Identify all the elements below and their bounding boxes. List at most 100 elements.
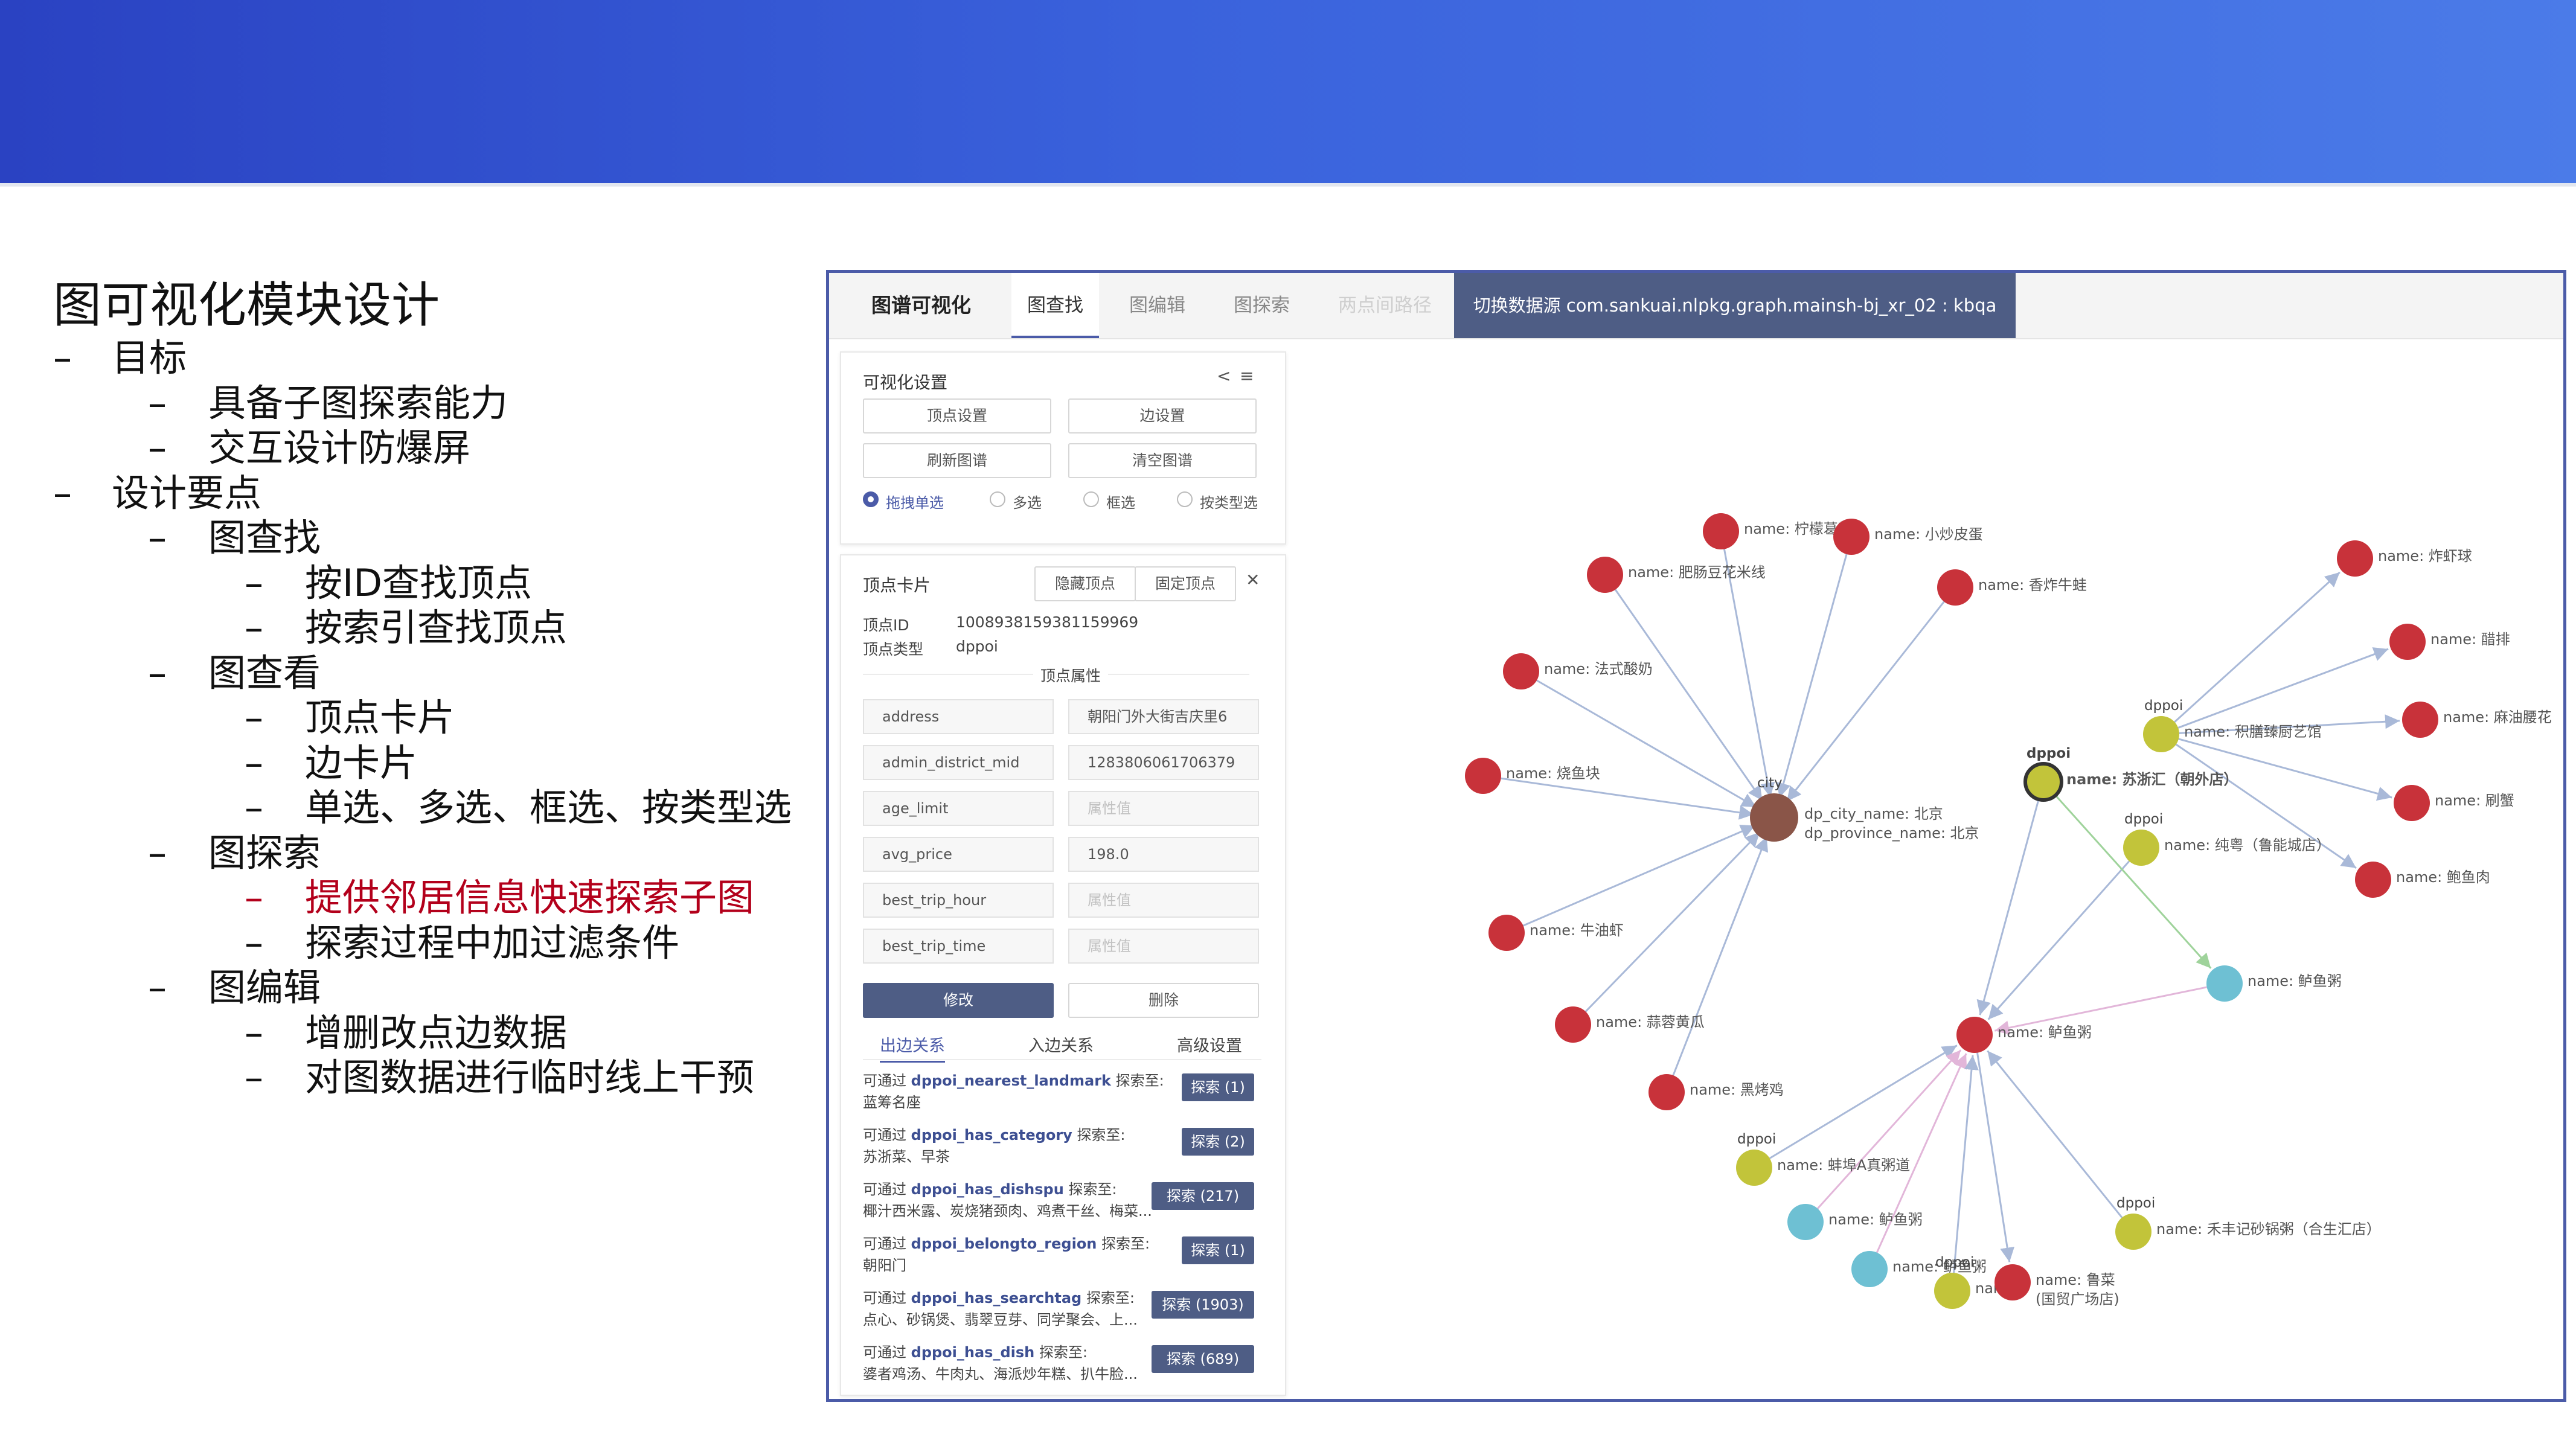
graph-node[interactable]: [1787, 1204, 1824, 1240]
mode-type-radio[interactable]: [1177, 491, 1193, 507]
delete-button[interactable]: 删除: [1068, 983, 1259, 1018]
graph-node[interactable]: [2355, 862, 2391, 898]
edge-settings-button[interactable]: 边设置: [1068, 398, 1257, 433]
attr-key-field[interactable]: address: [863, 699, 1054, 734]
clear-graph-button[interactable]: 清空图谱: [1068, 443, 1257, 478]
relation-targets: 椰汁西米露、炭烧猪颈肉、鸡煮干丝、梅菜...: [863, 1203, 1152, 1220]
explore-button[interactable]: 探索 (689): [1152, 1345, 1254, 1373]
graph-node-label: name: 法式酸奶: [1544, 661, 1653, 677]
tab-explore[interactable]: 图探索: [1234, 295, 1290, 316]
graph-node[interactable]: [2123, 830, 2159, 866]
graph-edge[interactable]: [1987, 860, 2130, 1020]
close-icon[interactable]: ✕: [1246, 570, 1260, 590]
graph-edge[interactable]: [1501, 777, 1754, 820]
attr-key-field[interactable]: age_limit: [863, 791, 1054, 826]
graph-node[interactable]: [2115, 1214, 2151, 1250]
graph-node[interactable]: [2402, 702, 2438, 738]
attr-value-field[interactable]: 1283806061706379: [1068, 745, 1259, 780]
outline-dash: –: [245, 696, 263, 740]
graph-node[interactable]: [2389, 624, 2426, 660]
graph-edge[interactable]: [1994, 986, 2207, 1035]
attr-value-field[interactable]: 198.0: [1068, 837, 1259, 872]
graph-node[interactable]: [1703, 513, 1739, 549]
graph-edge[interactable]: [1816, 1049, 1962, 1209]
graph-node[interactable]: [2337, 540, 2373, 577]
graph-node[interactable]: [1503, 653, 1539, 689]
graph-node[interactable]: [1934, 1273, 1970, 1309]
attr-value-field[interactable]: 属性值: [1068, 791, 1259, 826]
attr-value-field[interactable]: 朝阳门外大街吉庆里6: [1068, 699, 1259, 734]
tab-path[interactable]: 两点间路径: [1338, 295, 1432, 316]
graph-node[interactable]: [1736, 1150, 1772, 1186]
mode-multi-radio[interactable]: [990, 491, 1005, 507]
attr-key-field[interactable]: admin_district_mid: [863, 745, 1054, 780]
tab-edit[interactable]: 图编辑: [1129, 295, 1185, 316]
graph-edge[interactable]: [2174, 571, 2341, 723]
graph-node[interactable]: [1851, 1251, 1888, 1287]
graph-edge[interactable]: [1584, 831, 1761, 1012]
graph-node[interactable]: [2206, 965, 2243, 1002]
menu-icon[interactable]: ≡: [1240, 366, 1254, 386]
share-icon[interactable]: <: [1217, 366, 1231, 386]
outline-dash: –: [245, 785, 263, 830]
graph-node-label: name: 刷蟹: [2435, 792, 2514, 809]
graph-edge[interactable]: [2054, 795, 2212, 969]
graph-edge[interactable]: [1776, 554, 1848, 798]
graph-edge[interactable]: [2175, 743, 2357, 869]
graph-node[interactable]: [1833, 519, 1870, 555]
graph-edge[interactable]: [1522, 824, 1756, 927]
graph-node[interactable]: [1488, 915, 1525, 951]
graph-node[interactable]: [1750, 793, 1798, 842]
attr-key-field[interactable]: best_trip_time: [863, 929, 1054, 964]
graph-node[interactable]: [1587, 557, 1623, 593]
explore-button[interactable]: 探索 (2): [1182, 1128, 1254, 1156]
hide-vertex-button[interactable]: 隐藏顶点: [1034, 566, 1136, 601]
graph-edge[interactable]: [1614, 589, 1763, 801]
graph-edge[interactable]: [1976, 799, 2040, 1016]
modify-button[interactable]: 修改: [863, 983, 1054, 1018]
datasource-switch[interactable]: 切换数据源 com.sankuai.nlpkg.graph.mainsh-bj_…: [1454, 273, 2016, 338]
outline-item-text: 图探索: [208, 830, 321, 875]
graph-edge[interactable]: [2178, 738, 2392, 801]
graph-edge[interactable]: [1672, 836, 1769, 1076]
tab-advanced[interactable]: 高级设置: [1177, 1037, 1242, 1055]
graph-node[interactable]: [1648, 1074, 1685, 1110]
attr-key-field[interactable]: best_trip_hour: [863, 883, 1054, 918]
attr-value-field[interactable]: 属性值: [1068, 929, 1259, 964]
attr-value-field[interactable]: 属性值: [1068, 883, 1259, 918]
attr-key-field[interactable]: avg_price: [863, 837, 1054, 872]
graph-node[interactable]: [1956, 1017, 1993, 1053]
graph-node[interactable]: [2143, 716, 2179, 752]
relation-prefix: 可通过: [863, 1181, 906, 1198]
graph-node[interactable]: [1994, 1264, 2031, 1300]
vertex-settings-button[interactable]: 顶点设置: [863, 398, 1051, 433]
graph-edge[interactable]: [2177, 647, 2389, 729]
graph-edge[interactable]: [1876, 1053, 1967, 1253]
graph-edge[interactable]: [1987, 1050, 2123, 1218]
graph-edge[interactable]: [1976, 1052, 2015, 1262]
pin-vertex-button[interactable]: 固定顶点: [1135, 566, 1236, 601]
graph-node[interactable]: [1937, 569, 1973, 606]
tab-search[interactable]: 图查找: [1011, 273, 1099, 338]
graph-node[interactable]: [1465, 758, 1501, 794]
graph-edge[interactable]: [1769, 1044, 1958, 1159]
graph-node[interactable]: [2394, 785, 2430, 821]
graph-edge[interactable]: [2179, 714, 2400, 734]
graph-edge[interactable]: [1536, 679, 1757, 808]
graph-edge[interactable]: [1723, 549, 1775, 798]
mode-box-radio[interactable]: [1083, 491, 1099, 507]
graph-edge[interactable]: [1953, 1055, 1979, 1273]
explore-button[interactable]: 探索 (1): [1182, 1236, 1254, 1264]
graph-node[interactable]: [1555, 1006, 1591, 1043]
explore-button[interactable]: 探索 (1903): [1152, 1291, 1254, 1319]
graph-node[interactable]: [2023, 762, 2063, 802]
refresh-graph-button[interactable]: 刷新图谱: [863, 443, 1051, 478]
graph-edge[interactable]: [1786, 601, 1945, 802]
mode-drag-single-radio[interactable]: [863, 491, 879, 507]
explore-button[interactable]: 探索 (1): [1182, 1073, 1254, 1101]
graph-node-type: city: [1757, 775, 1783, 791]
explore-button[interactable]: 探索 (217): [1152, 1182, 1254, 1210]
tab-out-edges[interactable]: 出边关系: [880, 1032, 945, 1063]
tab-in-edges[interactable]: 入边关系: [1028, 1037, 1094, 1055]
